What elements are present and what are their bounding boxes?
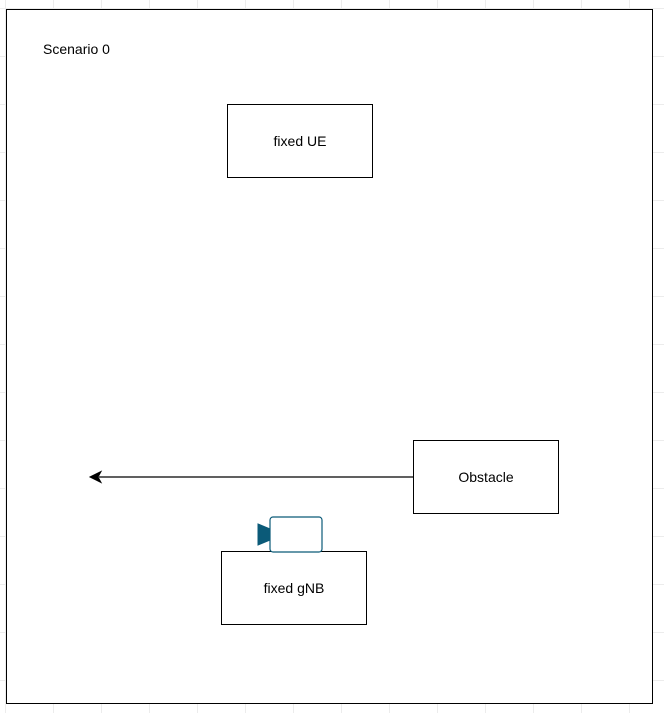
scenario-title: Scenario 0 xyxy=(43,41,110,57)
camera-body xyxy=(269,516,323,553)
node-fixed-gnb-label: fixed gNB xyxy=(263,580,325,596)
camera-icon[interactable] xyxy=(257,516,323,553)
node-obstacle-label: Obstacle xyxy=(458,469,514,485)
node-fixed-ue-label: fixed UE xyxy=(273,133,327,149)
camera-lens xyxy=(257,523,271,546)
node-fixed-ue[interactable]: fixed UE xyxy=(227,104,373,178)
node-obstacle[interactable]: Obstacle xyxy=(413,440,559,514)
node-fixed-gnb[interactable]: fixed gNB xyxy=(221,551,367,625)
